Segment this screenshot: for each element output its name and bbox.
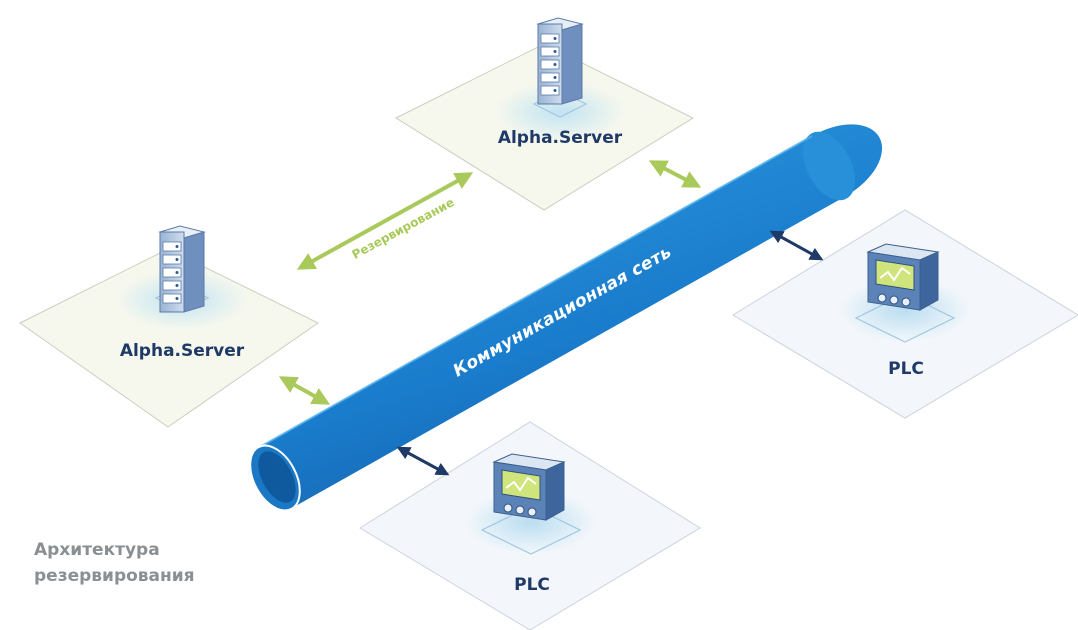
caption-line-2: резервирования (34, 566, 195, 586)
server-rack-icon (158, 225, 206, 313)
plc-device-icon (492, 453, 566, 521)
network-label: Коммуникационная сеть (450, 242, 675, 381)
server-top-glow (494, 82, 626, 142)
redundancy-link: Резервирование (296, 172, 474, 270)
plc-bottom-label: PLC (514, 575, 550, 595)
redundancy-label: Резервирование (350, 195, 457, 262)
server-left-network-link (278, 376, 331, 405)
plc-right-label: PLC (888, 359, 924, 379)
server-top-network-link (648, 160, 702, 188)
plc-bottom-network-link (396, 446, 450, 476)
plc-device-icon (866, 243, 940, 311)
diagram-caption: Архитектура резервирования (34, 537, 195, 589)
caption-line-1: Архитектура (34, 540, 160, 560)
server-top-label: Alpha.Server (498, 128, 623, 148)
server-left-label: Alpha.Server (120, 341, 245, 361)
server-rack-icon (536, 17, 584, 105)
plc-right-network-link (769, 230, 824, 261)
